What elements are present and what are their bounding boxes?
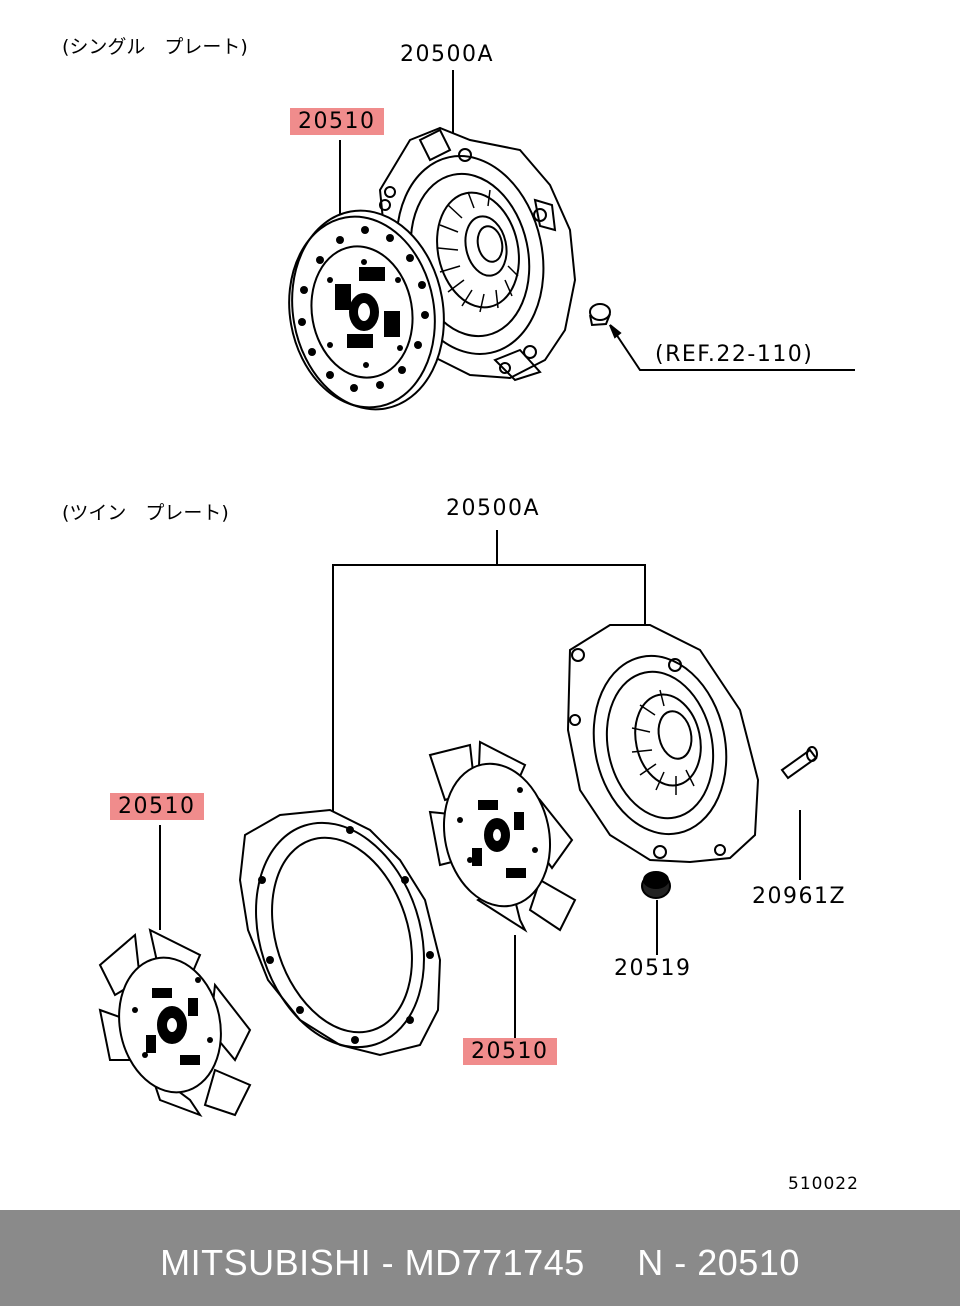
twin-plate-section-label: (ツイン プレート) xyxy=(62,502,229,524)
leader-twin-cover xyxy=(332,564,646,820)
twin-cover-part-number: 20500A xyxy=(446,496,541,521)
single-disc-part-number: 20510 xyxy=(290,108,384,135)
bolt-ref xyxy=(589,303,611,327)
twin-disc-left-part-number: 20510 xyxy=(110,793,204,820)
bearing-part-number: 20519 xyxy=(614,956,692,981)
pilot-bearing-20519 xyxy=(641,871,671,899)
leader-ref xyxy=(609,324,855,371)
clutch-disc-twin-left xyxy=(98,928,252,1118)
bolt-part-number: 20961Z xyxy=(752,884,847,909)
single-plate-section-label: (シングル プレート) xyxy=(62,36,248,58)
clutch-disc-single xyxy=(288,209,445,411)
drawing-number: 510022 xyxy=(788,1174,859,1194)
ref-label: (REF.22-110) xyxy=(655,342,814,367)
footer-text: MITSUBISHI - MD771745 N - 20510 xyxy=(160,1242,800,1283)
single-cover-part-number: 20500A xyxy=(400,42,495,67)
pressure-plate-cover-twin xyxy=(566,624,760,864)
twin-disc-center-part-number: 20510 xyxy=(463,1038,557,1065)
intermediate-plate xyxy=(238,808,442,1057)
parts-diagram xyxy=(98,70,855,1118)
clutch-disc-twin-center xyxy=(428,740,577,933)
footer-bar: MITSUBISHI - MD771745 N - 20510 xyxy=(0,1210,960,1306)
bolt-20961z xyxy=(780,746,818,780)
